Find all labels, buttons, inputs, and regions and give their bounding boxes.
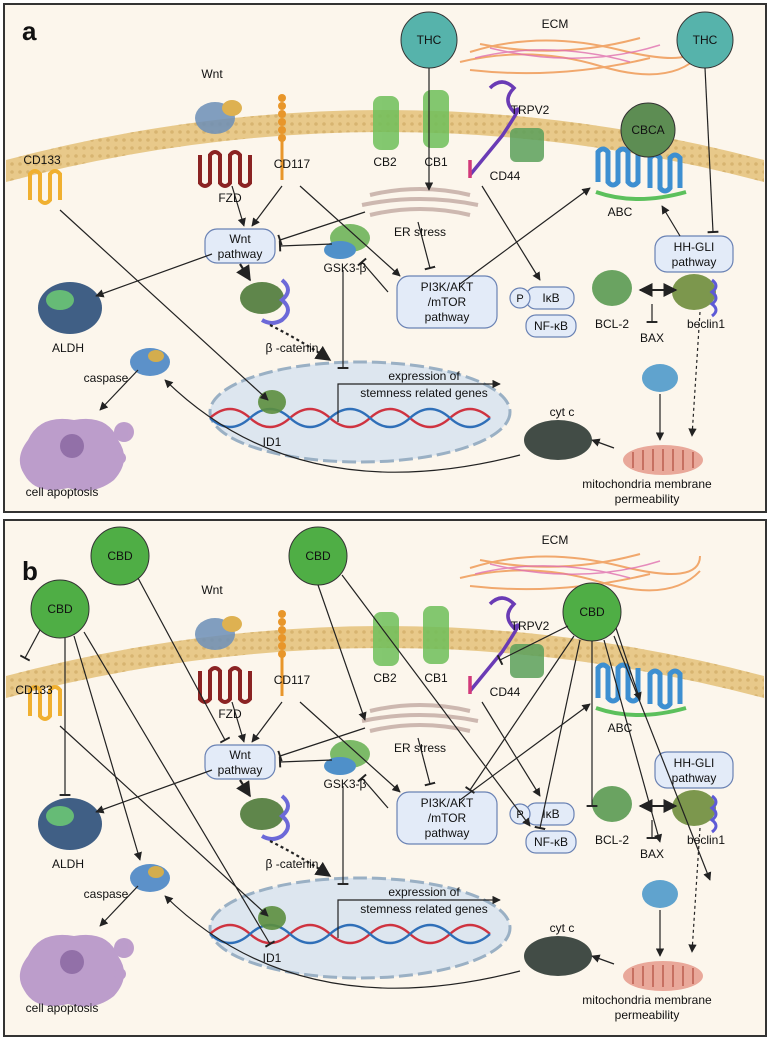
wnt-label-b: Wnt — [201, 583, 223, 597]
cd117-label-b: CD117 — [274, 673, 311, 687]
mito-label-2: permeability — [615, 492, 680, 506]
bcatenin-label-b: β -catenin — [266, 857, 319, 871]
panel-a: a THC THC CBCA ECM Wnt FZD CD117 CD133 C… — [3, 3, 767, 513]
abc-label-b: ABC — [608, 721, 633, 735]
panel-b: b CBD CBD CBD CBD ECM Wnt FZD CD117 CD13… — [3, 519, 767, 1037]
er-stress-label-b: ER stress — [394, 741, 446, 755]
bcl2-label: BCL-2 — [595, 317, 629, 331]
cbd-label-3: CBD — [305, 549, 331, 563]
beclin1-label: beclin1 — [687, 317, 725, 331]
cbd-label-4: CBD — [579, 605, 605, 619]
wnt-pathway-label-2-b: pathway — [218, 763, 263, 777]
cd44-label-b: CD44 — [490, 685, 521, 699]
cb1-label: CB1 — [424, 155, 448, 169]
cbd-circle-1 — [90, 526, 150, 586]
mito-label-1: mitochondria membrane — [582, 477, 712, 491]
hhgli-label-2-b: pathway — [672, 771, 717, 785]
mito-label-1-b: mitochondria membrane — [582, 993, 712, 1007]
expression-label-1: expression of — [388, 369, 460, 383]
panel-b-letter: b — [22, 556, 38, 586]
bcatenin-label: β -catenin — [266, 341, 319, 355]
wnt-label: Wnt — [201, 67, 223, 81]
cbd-label-2: CBD — [47, 602, 73, 616]
cbca-circle — [620, 102, 676, 158]
ecm-label-b: ECM — [542, 533, 569, 547]
ikb-label-b: IκB — [542, 807, 559, 821]
apoptosis-label-b: cell apoptosis — [26, 1001, 99, 1015]
mito-label-2-b: permeability — [615, 1008, 680, 1022]
er-stress-label: ER stress — [394, 225, 446, 239]
aldh-label: ALDH — [52, 341, 84, 355]
nfkb-label-b: NF-κB — [534, 835, 568, 849]
cb2-label-b: CB2 — [373, 671, 397, 685]
apoptosis-label: cell apoptosis — [26, 485, 99, 499]
caspase-label: caspase — [84, 371, 129, 385]
wnt-pathway-label-1: Wnt — [229, 232, 251, 246]
pi3k-label-1-b: PI3K/AKT — [421, 796, 474, 810]
bax-label-b: BAX — [640, 847, 664, 861]
caspase-label-b: caspase — [84, 887, 129, 901]
cbd-circle-2 — [30, 579, 90, 639]
expression-label-1-b: expression of — [388, 885, 460, 899]
cb1-label-b: CB1 — [424, 671, 448, 685]
cd44-label: CD44 — [490, 169, 521, 183]
hhgli-label-2: pathway — [672, 255, 717, 269]
cb2-label: CB2 — [373, 155, 397, 169]
wnt-pathway-label-2: pathway — [218, 247, 263, 261]
trpv2-label-b: TRPV2 — [511, 619, 550, 633]
bax-label: BAX — [640, 331, 664, 345]
panel-a-letter: a — [22, 16, 37, 46]
gsk3b-label-b: GSK3-β — [324, 777, 367, 791]
pi3k-label-3: pathway — [425, 310, 470, 324]
cd133-label: CD133 — [23, 153, 61, 167]
pi3k-label-2-b: /mTOR — [428, 811, 467, 825]
id1-label-b: ID1 — [263, 951, 282, 965]
gsk3b-label: GSK3-β — [324, 261, 367, 275]
thc-label-2: THC — [693, 33, 718, 47]
hhgli-label-1: HH-GLI — [674, 240, 715, 254]
cyt-c-label-b: cyt c — [550, 921, 575, 935]
ikb-label: IκB — [542, 291, 559, 305]
trpv2-label: TRPV2 — [511, 103, 550, 117]
pi3k-label-3-b: pathway — [425, 826, 470, 840]
pi3k-label-1: PI3K/AKT — [421, 280, 474, 294]
ecm-label: ECM — [542, 17, 569, 31]
expression-label-2-b: stemness related genes — [360, 902, 487, 916]
thc-label-1: THC — [417, 33, 442, 47]
id1-label: ID1 — [263, 435, 282, 449]
abc-label: ABC — [608, 205, 633, 219]
cyt-c-label: cyt c — [550, 405, 575, 419]
p-label: P — [516, 293, 523, 305]
beclin1-label-b: beclin1 — [687, 833, 725, 847]
hhgli-label-1-b: HH-GLI — [674, 756, 715, 770]
cbca-label: CBCA — [631, 123, 664, 137]
wnt-pathway-label-1-b: Wnt — [229, 748, 251, 762]
cd133-label-b: CD133 — [15, 683, 53, 697]
fzd-label-b: FZD — [218, 707, 242, 721]
cbd-label-1: CBD — [107, 549, 133, 563]
cd117-label: CD117 — [274, 157, 311, 171]
nfkb-label: NF-κB — [534, 319, 568, 333]
expression-label-2: stemness related genes — [360, 386, 487, 400]
p-label-b: P — [516, 809, 523, 821]
bcl2-label-b: BCL-2 — [595, 833, 629, 847]
fzd-label: FZD — [218, 191, 242, 205]
aldh-label-b: ALDH — [52, 857, 84, 871]
pi3k-label-2: /mTOR — [428, 295, 467, 309]
